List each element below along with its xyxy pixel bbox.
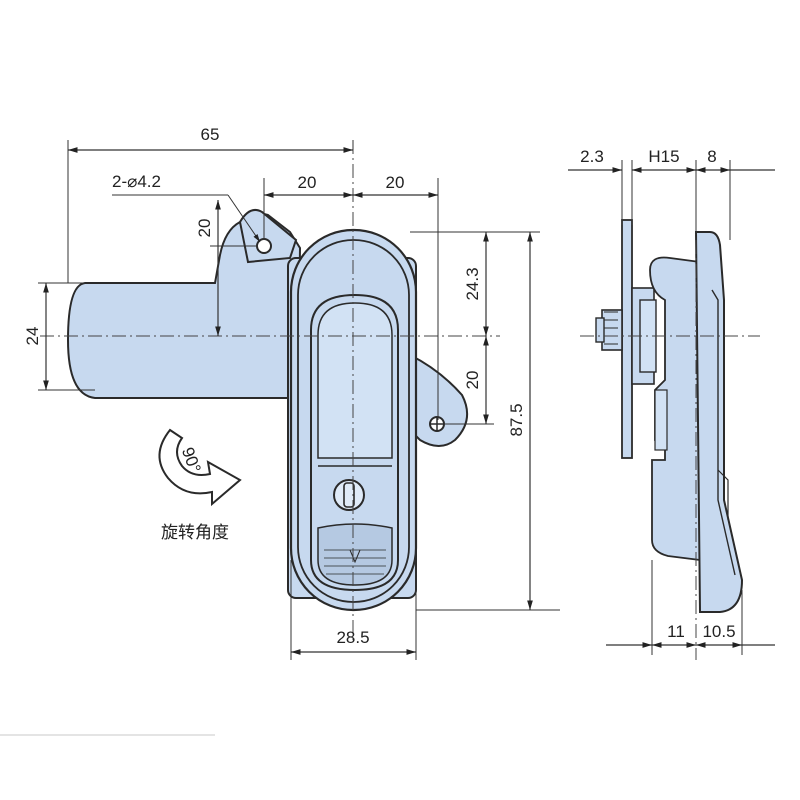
dim-hole-spec: 2-⌀4.2 <box>112 172 161 191</box>
dim-mount: H15 <box>648 147 679 166</box>
rotation-caption: 旋转角度 <box>161 523 229 543</box>
side-housing <box>649 256 701 562</box>
dim-lower-hole: 20 <box>463 371 482 390</box>
dim-bottom-right: 10.5 <box>702 622 735 641</box>
dim-bottom-left: 11 <box>667 622 685 641</box>
mounting-ear-top <box>238 209 298 264</box>
dim-total-height: 87.5 <box>507 403 526 436</box>
side-front-cover <box>694 231 744 613</box>
side-mounting-plate <box>621 219 633 459</box>
mounting-ear-bottom <box>409 353 469 447</box>
dim-body-width: 28.5 <box>336 628 369 647</box>
key-cylinder <box>333 479 365 511</box>
dim-left-spacing: 20 <box>298 173 317 192</box>
dim-overall-width: 65 <box>201 125 220 144</box>
thumb-grip <box>317 523 393 586</box>
dim-right-spacing: 20 <box>386 173 405 192</box>
rotation-arrow-icon: 90° <box>158 428 242 507</box>
side-view: 2.3 H15 8 11 10.5 <box>568 147 775 660</box>
dim-top-offset: 20 <box>195 219 214 238</box>
front-view: 65 20 20 2-⌀4.2 20 24 24.3 20 87.5 <box>23 125 560 660</box>
dim-depth: 8 <box>707 147 716 166</box>
dim-plate: 2.3 <box>580 147 604 166</box>
dim-handle-height: 24 <box>23 327 42 346</box>
dim-upper-hole: 24.3 <box>463 267 482 300</box>
